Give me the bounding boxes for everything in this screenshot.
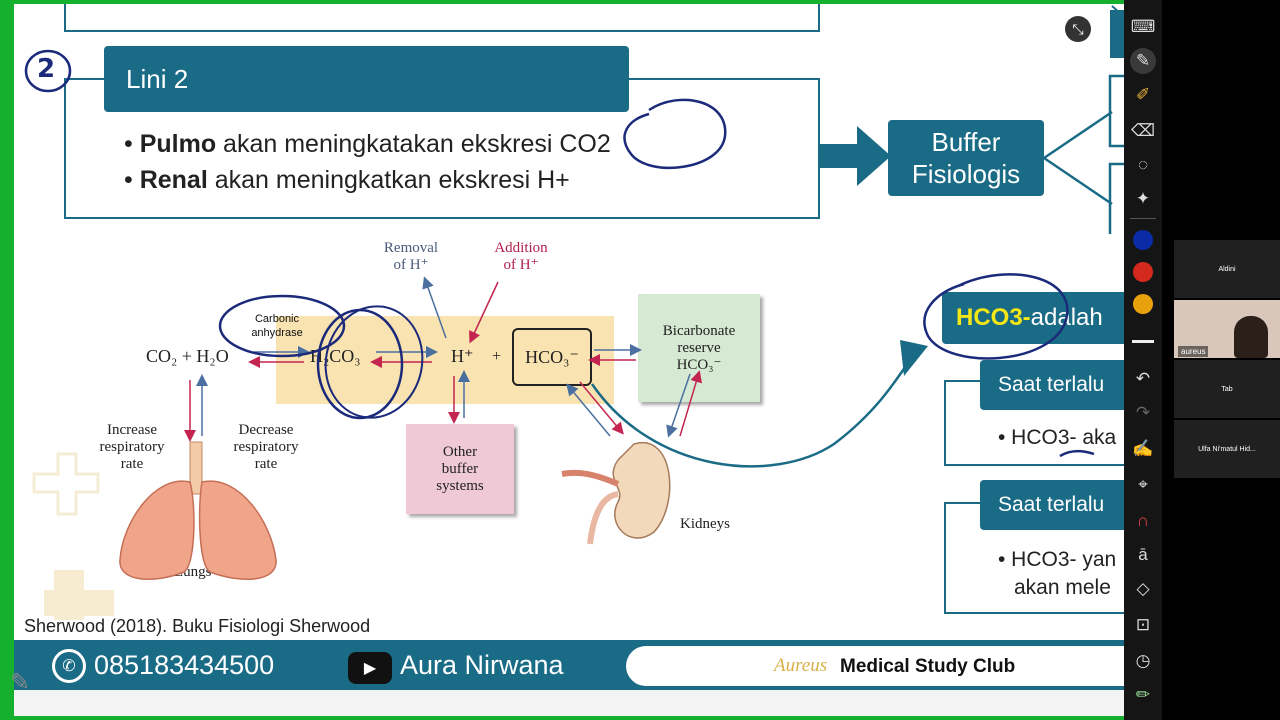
keyboard-icon[interactable]: ⌨ [1130, 17, 1156, 36]
saat1-title: Saat terlalu [980, 360, 1136, 410]
annotation-circle-2 [24, 49, 72, 93]
brand-script: Aureus [774, 655, 828, 676]
plus-sign: + [492, 348, 502, 365]
co2-h2o-label: CO₂ + H₂O [146, 346, 229, 366]
participant-video [1234, 316, 1268, 358]
saat2-title: Saat terlalu [980, 480, 1136, 530]
participant-tile-tab[interactable]: Tab [1174, 360, 1280, 418]
annotation-number: 2 [37, 54, 56, 84]
diagram-graphics [32, 276, 928, 620]
h2co3-label: H₂CO₃ [310, 346, 361, 366]
citation: Sherwood (2018). Buku Fisiologi Sherwood [24, 616, 371, 636]
arrow-right-icon [819, 126, 891, 186]
youtube-icon: ▶ [348, 652, 392, 684]
laser-icon[interactable]: ∩ [1136, 511, 1150, 530]
shapes-icon[interactable]: ◇ [1136, 579, 1150, 598]
magic-icon[interactable]: ✦ [1135, 189, 1151, 208]
annotation-toolbar [1124, 0, 1162, 720]
slide: ⤡ Lini 2 • Pulmo akan meningkatakan eksk… [14, 4, 1136, 716]
color-pen-icon[interactable]: ✏ [1135, 685, 1151, 704]
h-plus-label: H⁺ [451, 346, 474, 366]
pen-icon[interactable]: ✎ [1130, 48, 1156, 74]
lini-title: Lini 2 [104, 46, 629, 112]
color-yellow-icon[interactable] [1133, 294, 1153, 314]
footer-channel: Aura Nirwana [400, 650, 564, 680]
participant-tile-ulfa[interactable]: Ulfa Ni'matul Hid... [1174, 420, 1280, 478]
brand-pill [626, 646, 1136, 686]
toolbar-divider [1130, 218, 1156, 219]
text-icon[interactable]: ā [1138, 545, 1148, 564]
timer-icon[interactable]: ◷ [1135, 651, 1151, 670]
lock-icon[interactable]: ⊡ [1135, 615, 1151, 634]
exit-fullscreen-icon[interactable]: ⤡ [1065, 16, 1091, 42]
color-blue-icon[interactable] [1133, 230, 1153, 250]
saat1-bullet: • HCO3- aka [998, 426, 1117, 449]
pen-settings-icon[interactable]: ✍ [1132, 439, 1154, 458]
saat2-bullet: • HCO3- yan akan mele [998, 548, 1117, 599]
bullet-pulmo: • Pulmo akan meningkatakan ekskresi CO2 [124, 130, 611, 158]
participant-tile-aldini[interactable]: Aldini [1174, 240, 1280, 298]
pointer-icon[interactable]: ⌖ [1138, 475, 1148, 494]
annotation-underline [1059, 450, 1095, 458]
highlighter-icon[interactable]: ✐ [1135, 85, 1151, 104]
participant-tile-aureus[interactable]: aureus [1174, 300, 1280, 358]
reaction-band [276, 316, 614, 404]
whatsapp-icon: ✆ [52, 649, 86, 683]
annotation-circle-co2 [623, 98, 727, 170]
eraser-icon[interactable]: ⌫ [1130, 121, 1156, 140]
annotation-circle-hco3 [923, 273, 1069, 360]
color-red-icon[interactable] [1133, 262, 1153, 282]
undo-icon[interactable]: ↶ [1135, 369, 1151, 388]
lini-bullets: • Pulmo akan meningkatakan ekskresi CO2 … [124, 126, 764, 198]
kidneys-label: Kidneys [680, 516, 730, 532]
redo-icon[interactable]: ↷ [1135, 403, 1151, 422]
lasso-icon[interactable]: ◌ [1137, 155, 1149, 174]
stroke-width-icon[interactable] [1132, 340, 1154, 343]
hco3-definition-box: HCO3- adalah [942, 292, 1136, 344]
brand-name: Medical Study Club [840, 656, 1016, 677]
slide-bottom-strip [14, 690, 1136, 716]
previous-box [64, 4, 820, 32]
bullet-renal: • Renal akan meningkatkan ekskresi H+ [124, 166, 570, 194]
pen-cursor-icon: ✎ [10, 669, 31, 696]
footer-phone: 085183434500 [94, 650, 275, 680]
